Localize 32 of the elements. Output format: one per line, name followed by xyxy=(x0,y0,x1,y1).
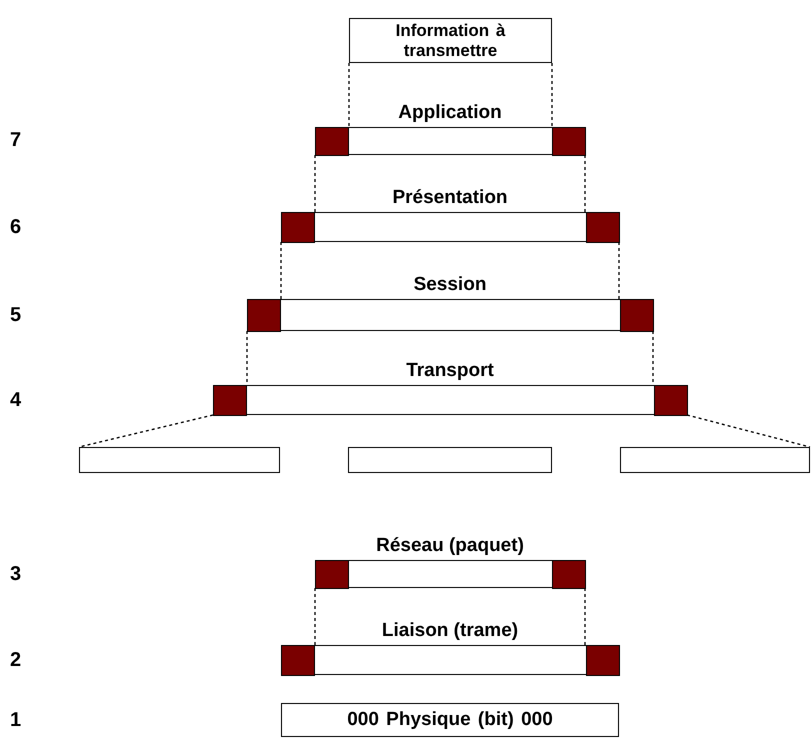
layer-name: Liaison (trame) xyxy=(380,621,520,642)
dotted-connector xyxy=(314,588,316,645)
dotted-connector xyxy=(246,331,248,385)
layer-number: 1 xyxy=(10,710,22,730)
dotted-connector xyxy=(348,63,350,127)
text-box xyxy=(281,703,619,737)
layer-number: 5 xyxy=(10,305,22,325)
box-text: Information à transmettre xyxy=(394,20,506,60)
empty-segment-box xyxy=(620,447,810,473)
layer-number: 2 xyxy=(10,650,22,670)
layer-name: Transport xyxy=(405,361,495,382)
text-box xyxy=(349,18,552,63)
empty-segment-box xyxy=(348,447,552,473)
dotted-connector xyxy=(584,588,586,645)
layer-name: Réseau (paquet) xyxy=(375,536,525,557)
dotted-connector xyxy=(280,242,282,299)
dotted-connector xyxy=(314,155,316,212)
layer-name: Application xyxy=(397,103,503,124)
layer-name: Présentation xyxy=(391,188,509,209)
dotted-connector xyxy=(584,155,586,212)
layer-name: Session xyxy=(412,275,488,296)
layer-number: 6 xyxy=(10,217,22,237)
dotted-connector xyxy=(618,242,620,299)
dotted-connector xyxy=(652,331,654,385)
dotted-connector xyxy=(78,414,214,448)
dotted-connector xyxy=(551,63,553,127)
layer-number: 3 xyxy=(10,564,22,584)
dotted-connector xyxy=(686,414,810,448)
box-text: 000 Physique (bit) 000 xyxy=(346,709,554,731)
layer-number: 4 xyxy=(10,390,22,410)
layer-number: 7 xyxy=(10,130,22,150)
empty-segment-box xyxy=(79,447,280,473)
